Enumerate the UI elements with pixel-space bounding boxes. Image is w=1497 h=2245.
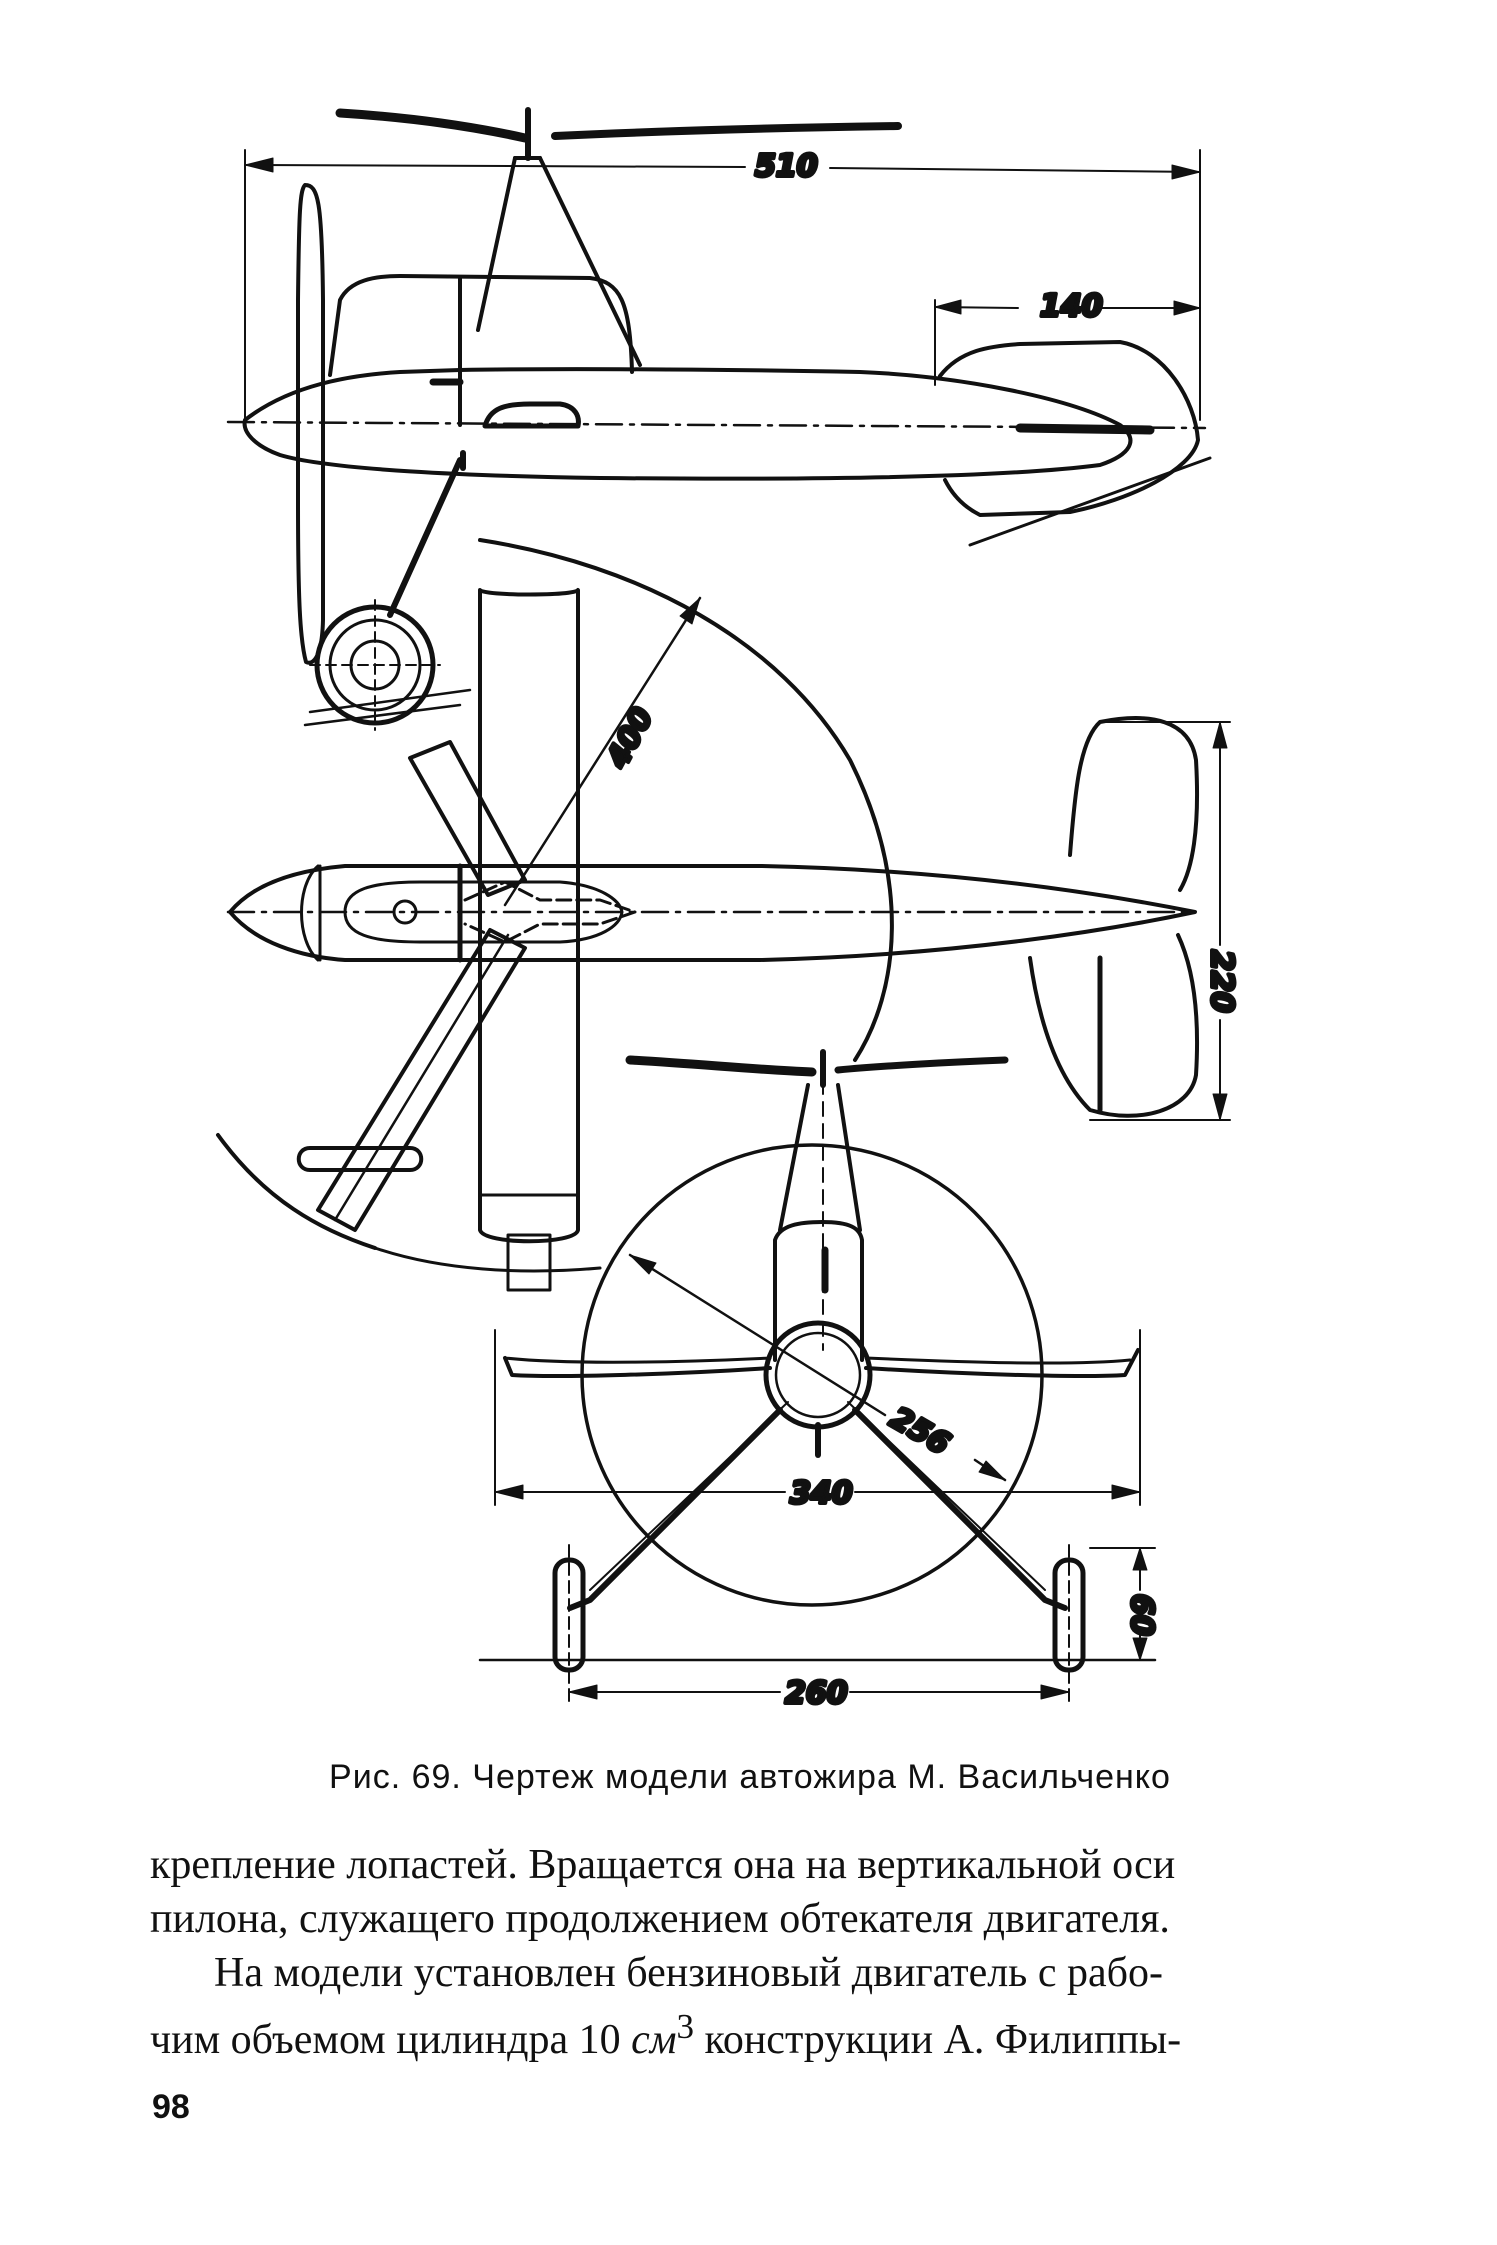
dim-wheel-height: 60 xyxy=(1124,1594,1159,1636)
paragraph-line: чим объемом цилиндра 10 см3 конструкции … xyxy=(150,2000,1353,2067)
figure-caption: Рис. 69. Чертеж модели автожира М. Васил… xyxy=(329,1758,1171,1796)
dim-wheel-track: 260 xyxy=(785,1676,848,1711)
dim-tail-span: 220 xyxy=(1204,950,1239,1013)
superscript: 3 xyxy=(676,2007,695,2046)
dim-tail-length: 140 xyxy=(1040,289,1103,324)
text-run: конструкции А. Филиппы- xyxy=(694,2017,1182,2063)
paragraph-line: крепление лопастей. Вращается она на вер… xyxy=(150,1842,1176,1888)
page-number: 98 xyxy=(152,2088,190,2126)
paragraph-line: На модели установлен бензиновый двигател… xyxy=(214,1950,1163,1996)
paragraph-line: пилона, служащего продолжением обтекател… xyxy=(150,1896,1170,1942)
text-run: чим объемом цилиндра 10 xyxy=(150,2017,632,2063)
dim-wing-span: 340 xyxy=(790,1476,853,1511)
front-view xyxy=(478,1049,1157,1706)
unit-text: см xyxy=(631,2017,677,2063)
body-text: крепление лопастей. Вращается она на вер… xyxy=(150,1838,1353,2067)
dim-rotor-diameter: 400 xyxy=(600,702,661,775)
top-view xyxy=(216,538,1231,1292)
side-view xyxy=(226,107,1212,731)
dim-overall-length: 510 xyxy=(755,149,818,184)
autogyro-drawing: 510 140 xyxy=(216,107,1241,1713)
